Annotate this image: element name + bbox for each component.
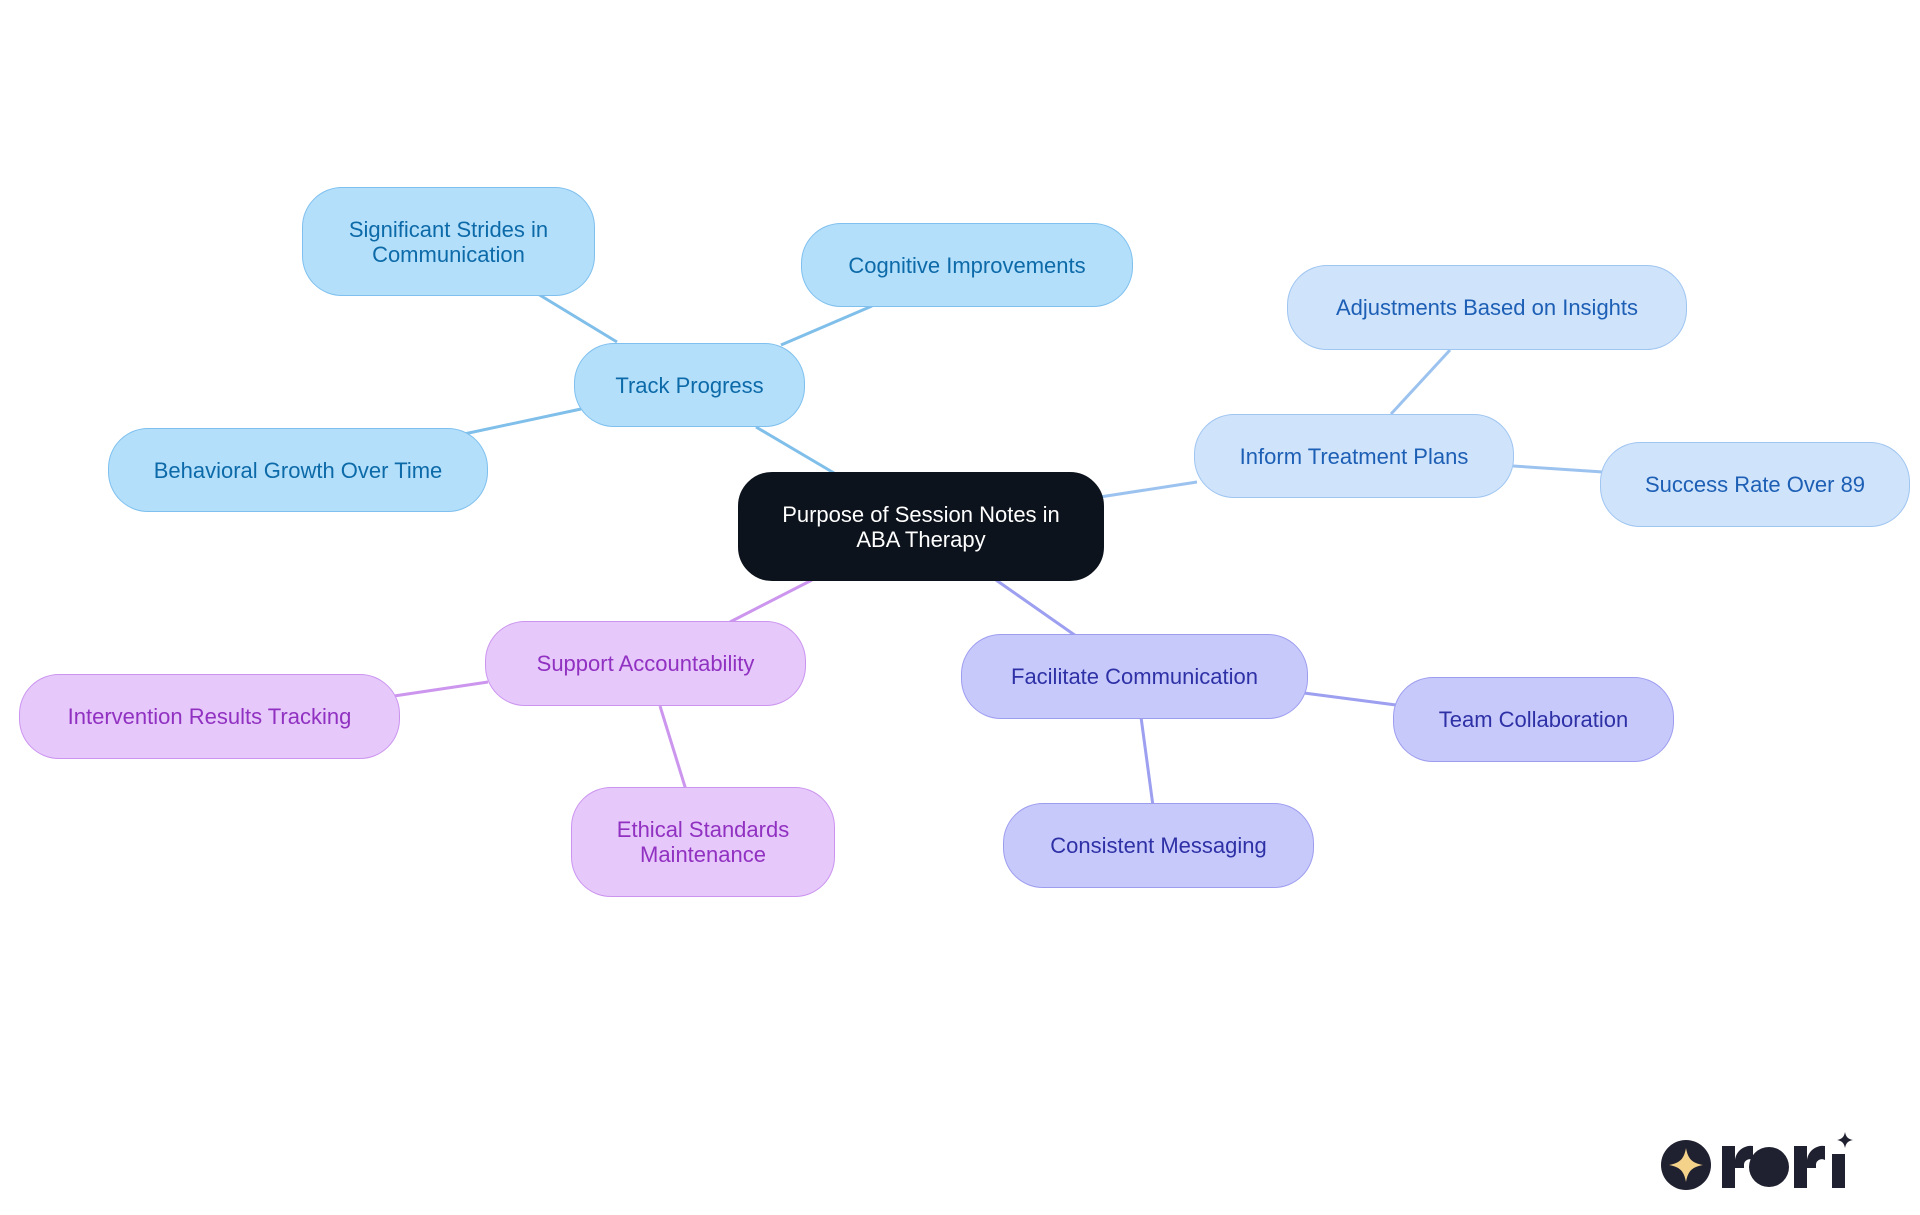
edge-inform-success	[1512, 464, 1604, 474]
node-facilitate-communication: Facilitate Communication	[961, 634, 1308, 719]
edge-support-ethical	[658, 705, 688, 791]
edge-root-inform	[1099, 480, 1198, 499]
root-node: Purpose of Session Notes in ABA Therapy	[738, 472, 1104, 581]
logo-wordmark	[1722, 1145, 1845, 1188]
sparkle-icon	[1669, 1148, 1703, 1182]
edge-track-strides	[537, 292, 618, 344]
edge-facilitate-consistent	[1139, 716, 1155, 807]
edge-root-facilitate	[995, 578, 1077, 638]
node-ethical-standards: Ethical Standards Maintenance	[571, 787, 835, 897]
edge-track-cognitive	[780, 304, 873, 347]
node-behavioral-growth: Behavioral Growth Over Time	[108, 428, 488, 512]
node-inform-treatment: Inform Treatment Plans	[1194, 414, 1514, 498]
star-icon	[1837, 1132, 1853, 1148]
node-support-accountability: Support Accountability	[485, 621, 806, 706]
node-intervention-results: Intervention Results Tracking	[19, 674, 400, 759]
rori-logo	[1661, 1132, 1853, 1190]
node-team-collaboration: Team Collaboration	[1393, 677, 1674, 762]
edge-support-intervention	[393, 680, 489, 698]
node-success-rate: Success Rate Over 89	[1600, 442, 1910, 527]
edge-root-support	[729, 578, 813, 624]
edge-root-track	[755, 425, 835, 475]
edge-facilitate-team	[1303, 691, 1397, 707]
node-adjustments: Adjustments Based on Insights	[1287, 265, 1687, 350]
edge-track-behavioral	[463, 407, 582, 436]
node-cognitive-improvements: Cognitive Improvements	[801, 223, 1133, 307]
edge-inform-adjust	[1389, 348, 1452, 416]
node-track-progress: Track Progress	[574, 343, 805, 427]
node-significant-strides: Significant Strides in Communication	[302, 187, 595, 296]
node-consistent-messaging: Consistent Messaging	[1003, 803, 1314, 888]
